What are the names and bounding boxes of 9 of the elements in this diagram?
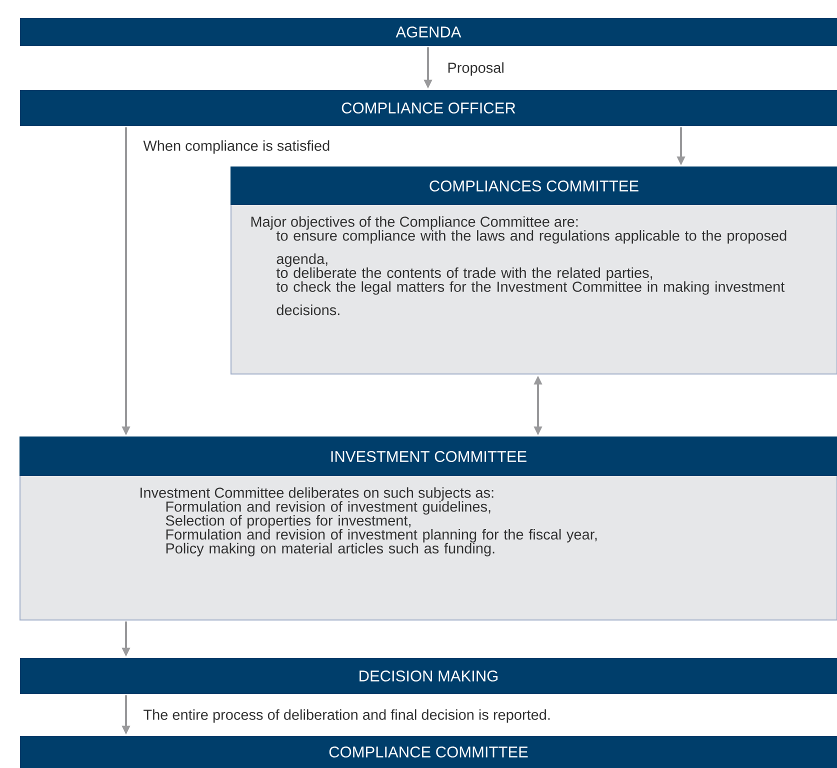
- header-bar: AGENDA: [20, 18, 837, 46]
- header-bar: COMPLIANCE COMMITTEE: [20, 736, 837, 768]
- edge-label: Proposal: [448, 62, 504, 76]
- edge-label: The entire process of deliberation and final decision is reported.: [144, 709, 550, 723]
- edge-label: When compliance is satisfied: [143, 140, 330, 154]
- header-bar: COMPLIANCE OFFICER: [20, 90, 837, 126]
- committee-box: COMPLIANCES COMMITTEE Major objectives of the Compliance Committee are: to ensure compliance with the laws and regulations applicable to the proposed agenda, to deliberate the contents of trade with the related parties, to check the legal matters for the Investment Committee in making investment decisions.: [230, 166, 837, 374]
- committee-box: INVESTMENT COMMITTEE Investment Committee deliberates on such subjects as: Formulation and revision of investment guidelines, Selection of properties for investment, Formulation and revision of investment planning for the fiscal year, Policy making on material articles such as funding.: [20, 436, 837, 620]
- header-bar: DECISION MAKING: [20, 658, 837, 694]
